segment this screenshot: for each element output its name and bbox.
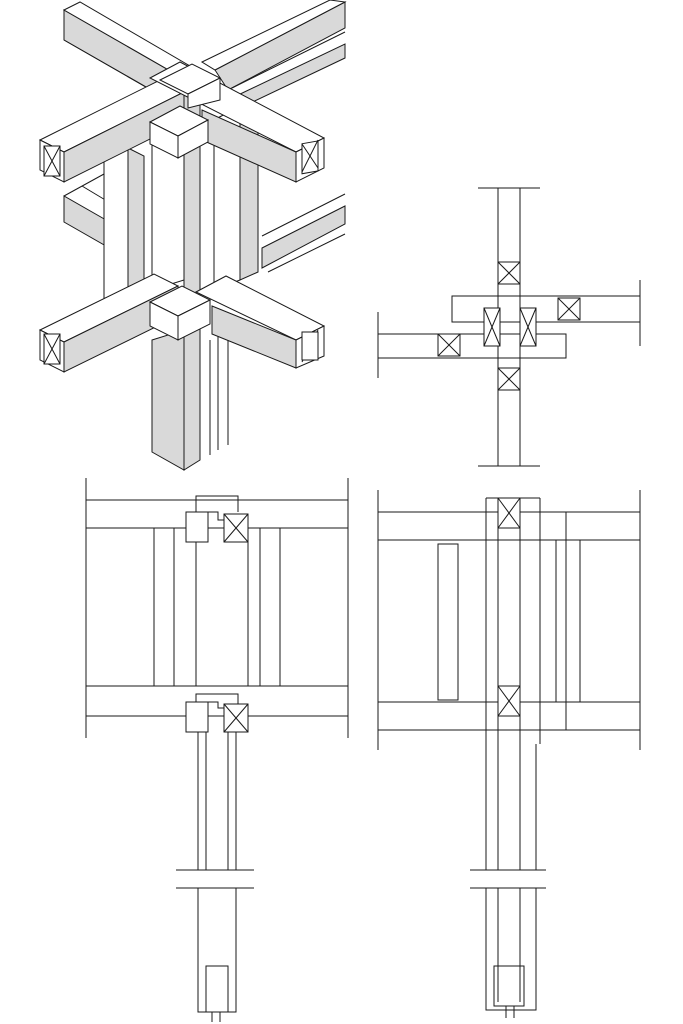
elevation-left [85, 478, 349, 1022]
section-cross-icon [497, 685, 521, 717]
iso-lower-cap [148, 285, 212, 341]
section-cross-icon [497, 261, 521, 285]
section-cross-icon [223, 703, 249, 733]
iso-upper-cap [148, 63, 222, 159]
section-cross-icon [223, 513, 249, 543]
plan-crosses [437, 261, 581, 391]
section-cross-icon [301, 139, 319, 175]
section-cross-icon [437, 333, 461, 357]
section-cross-icon [301, 329, 319, 363]
iso-lower-right-beam [194, 275, 326, 369]
isometric-view [38, 0, 347, 471]
iso-upper-left-beam [38, 79, 186, 183]
section-cross-icon [557, 297, 581, 321]
section-cross-icon [43, 145, 61, 177]
section-cross-icon [519, 307, 537, 347]
section-cross-icon [43, 333, 61, 365]
section-cross-icon [497, 367, 521, 391]
section-cross-icon [483, 307, 501, 347]
plan-view [377, 187, 641, 467]
elevation-right [377, 490, 641, 1018]
section-cross-icon [497, 497, 521, 529]
